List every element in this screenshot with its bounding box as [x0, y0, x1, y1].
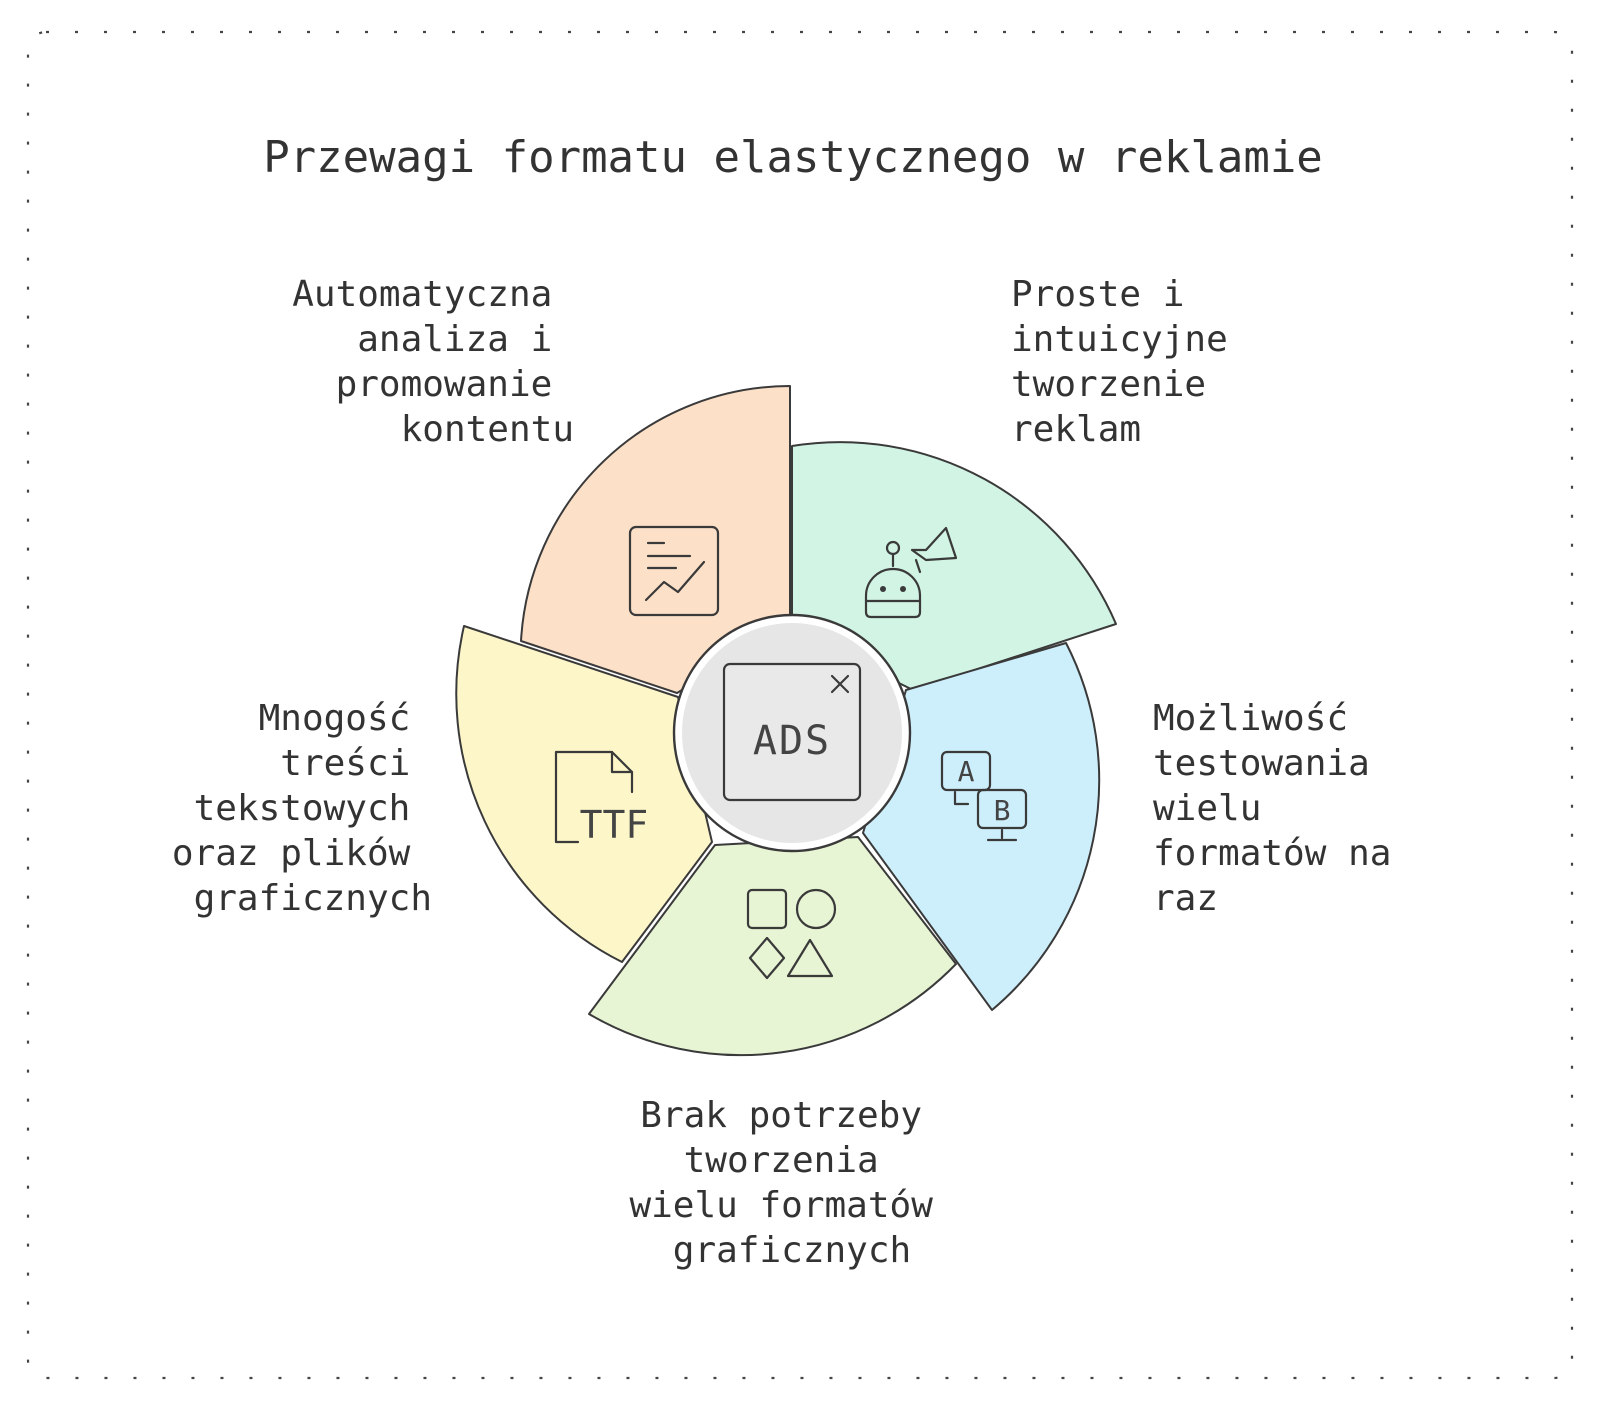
svg-text:A: A — [958, 755, 975, 788]
svg-text:B: B — [994, 794, 1011, 827]
label-simple-creation: Proste i intuicyjne tworzenie reklam — [1011, 274, 1249, 450]
svg-text:Brak potrzeby tworzenia: Brak potrzeby tworzenia wielu formatów g… — [629, 1095, 954, 1271]
diagram-title: Przewagi formatu elastycznego w reklamie — [263, 132, 1323, 183]
segment-green-fill — [791, 441, 1117, 691]
segment-blue — [862, 642, 1101, 1011]
close-icon — [830, 674, 850, 694]
robot-megaphone-icon — [864, 526, 958, 619]
segment-green — [791, 441, 1117, 691]
center-hub: ADS — [672, 613, 912, 853]
segment-orange-fill — [520, 385, 791, 694]
ad-window-icon — [722, 662, 862, 802]
svg-text:TTF: TTF — [580, 803, 649, 847]
segment-yellow — [455, 625, 713, 963]
svg-text:Możliwość testowania: Możliwość testowania wielu formatów na r… — [1153, 698, 1413, 919]
label-text-content-variety: Mnogość treści tekstowych oraz plików gr… — [172, 698, 432, 919]
svg-text:Proste i intuicyjne: Proste i intuicyjne tworzenie reklam — [1011, 274, 1249, 450]
segment-blue-fill — [862, 642, 1101, 1011]
shapes-icon — [746, 888, 837, 980]
segment-yellow-fill — [455, 625, 713, 963]
ttf-file-icon: TTF — [554, 750, 649, 847]
label-multi-format-testing: Możliwość testowania wielu formatów na r… — [1153, 698, 1413, 919]
center-label: ADS — [753, 718, 831, 764]
analytics-chart-icon — [628, 525, 720, 617]
segment-orange — [520, 385, 791, 694]
svg-text:Automatyczna analiza i: Automatyczna analiza i promowanie konten… — [292, 274, 574, 450]
label-automatic-analysis: Automatyczna analiza i promowanie konten… — [292, 274, 574, 450]
ab-test-icon: A B — [940, 750, 1028, 842]
svg-text:Mnogość treści tek: Mnogość treści tekstowych oraz plików gr… — [172, 698, 432, 919]
label-no-need-graphics: Brak potrzeby tworzenia wielu formatów g… — [629, 1095, 954, 1271]
dashed-border — [26, 30, 1574, 1380]
